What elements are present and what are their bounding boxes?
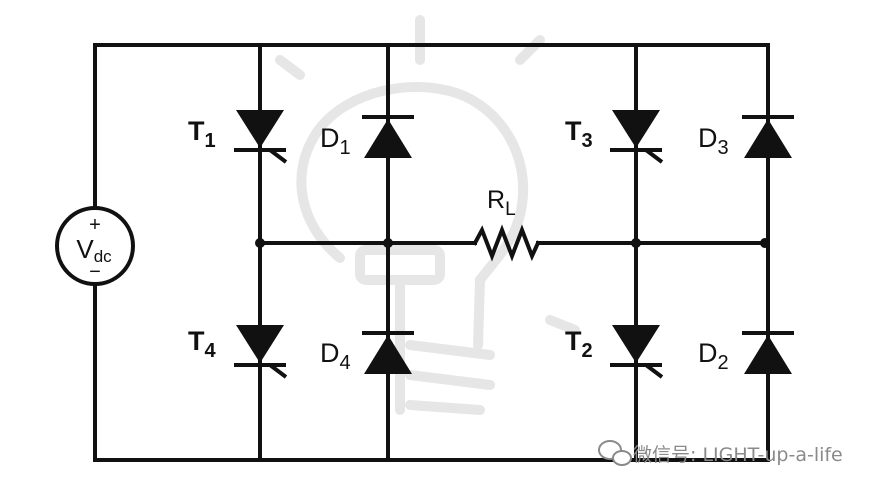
load-resistor-icon [472, 224, 541, 262]
watermark-text: 微信号: LIGHT-up-a-life [633, 444, 843, 466]
diode-d3-icon [742, 115, 794, 158]
dc-source: + Vdc − [55, 206, 135, 286]
thyristor-t3-label: T3 [565, 116, 593, 152]
junction-dot [383, 238, 393, 248]
diode-d2-icon [742, 331, 794, 374]
source-plus: + [89, 214, 101, 236]
diode-d4-icon [362, 331, 414, 374]
thyristor-t1-icon [234, 110, 288, 164]
junction-dot [631, 238, 641, 248]
diode-d3-label: D3 [698, 123, 729, 159]
wechat-icon [598, 440, 632, 466]
thyristor-t4-icon [234, 325, 288, 379]
thyristor-t2-icon [610, 325, 664, 379]
load-label: RL [487, 186, 516, 220]
diode-d1-icon [362, 115, 414, 158]
diode-d1-label: D1 [320, 123, 351, 159]
bulb-watermark-icon [275, 15, 580, 415]
thyristor-t1-label: T1 [188, 116, 216, 152]
thyristor-t2-label: T2 [565, 326, 593, 362]
thyristor-t3-icon [610, 110, 664, 164]
diode-d4-label: D4 [320, 338, 351, 374]
source-label: Vdc [76, 234, 112, 266]
dc-source-icon [55, 206, 135, 286]
diode-d2-label: D2 [698, 338, 729, 374]
junction-dot [760, 238, 770, 248]
junction-dot [255, 238, 265, 248]
thyristor-t4-label: T4 [188, 326, 217, 362]
source-minus: − [89, 261, 101, 283]
